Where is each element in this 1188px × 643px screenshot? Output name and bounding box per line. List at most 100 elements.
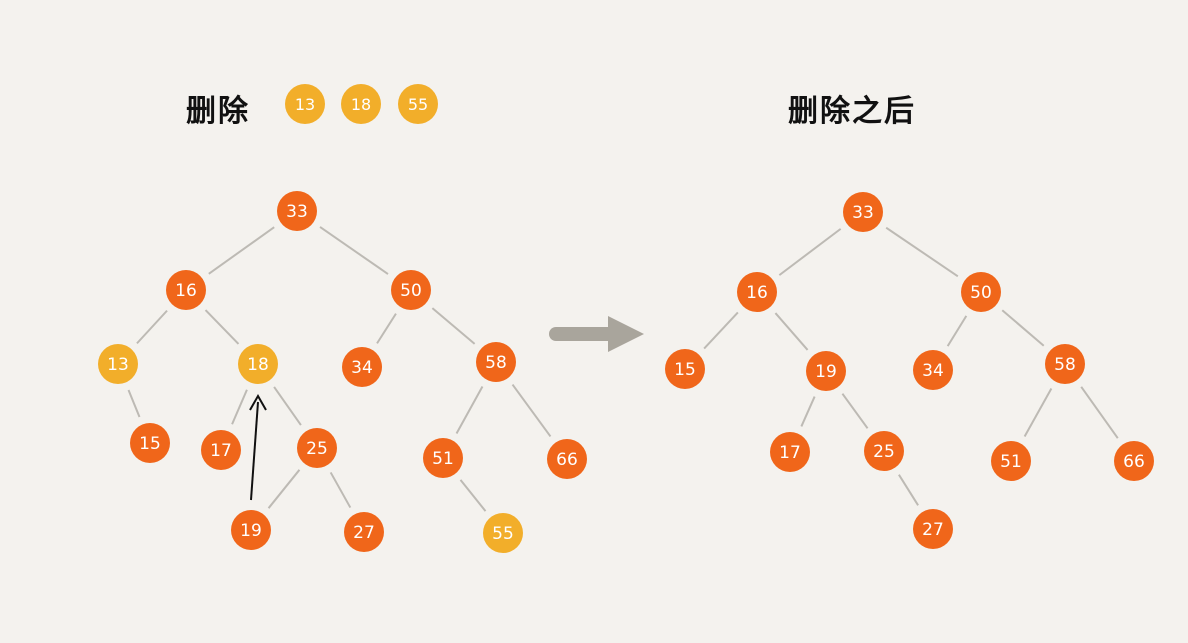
node-label: 17: [210, 441, 232, 461]
node-circle: [913, 509, 953, 549]
tree-node: 58: [1045, 344, 1085, 384]
tree-edge: [431, 307, 476, 345]
node-label: 66: [556, 450, 578, 470]
deleted-key-badge: 18: [341, 84, 381, 124]
node-circle: [483, 513, 523, 553]
transition-arrow: [549, 316, 644, 352]
pointer-arrow: [249, 393, 267, 501]
tree-node: 27: [913, 509, 953, 549]
tree-edge: [898, 474, 919, 506]
node-circle: [423, 438, 463, 478]
node-label: 16: [175, 281, 197, 301]
node-circle: [98, 344, 138, 384]
tree-node: 66: [547, 439, 587, 479]
node-label: 27: [353, 523, 375, 543]
node-label: 50: [970, 283, 992, 303]
node-label: 15: [674, 360, 696, 380]
node-circle: [806, 351, 846, 391]
tree-edge: [1023, 387, 1053, 438]
tree-edge: [319, 226, 389, 275]
node-circle: [665, 349, 705, 389]
tree-node: 51: [423, 438, 463, 478]
tree-node: 25: [864, 431, 904, 471]
tree-edge: [946, 315, 968, 347]
tree-edge: [204, 309, 240, 345]
tree-node-deleted: 13: [98, 344, 138, 384]
tree-edge: [1001, 309, 1045, 347]
tree-node: 34: [913, 350, 953, 390]
node-label: 33: [286, 202, 308, 222]
node-circle: [1114, 441, 1154, 481]
node-circle: [231, 510, 271, 550]
node-label: 15: [139, 434, 161, 454]
deleted-key-badge: 55: [398, 84, 438, 124]
tree-node: 58: [476, 342, 516, 382]
node-circle: [961, 272, 1001, 312]
node-circle: [297, 428, 337, 468]
tree-edge: [376, 313, 397, 344]
tree-edge: [329, 471, 352, 509]
tree-node-deleted: 18: [238, 344, 278, 384]
tree-edge: [208, 226, 275, 275]
tree-edge: [1080, 386, 1119, 439]
node-label: 55: [492, 524, 514, 544]
node-circle: [913, 350, 953, 390]
tree-node: 15: [130, 423, 170, 463]
tree-node: 27: [344, 512, 384, 552]
after-tree: 33 16 50 15 19 34 58 17 25 51 66 27: [665, 192, 1154, 549]
node-label: 66: [1123, 452, 1145, 472]
tree-edge: [455, 386, 484, 434]
tree-edge: [231, 389, 248, 425]
node-circle: [238, 344, 278, 384]
node-circle: [991, 441, 1031, 481]
node-label: 33: [852, 203, 874, 223]
node-circle: [130, 423, 170, 463]
tree-node: 33: [277, 191, 317, 231]
node-label: 34: [922, 361, 944, 381]
node-circle: [344, 512, 384, 552]
after-tree-edges: [703, 226, 1119, 506]
node-circle: [476, 342, 516, 382]
tree-node: 16: [166, 270, 206, 310]
node-circle: [737, 272, 777, 312]
tree-node-deleted: 55: [483, 513, 523, 553]
before-title: 删除: [186, 94, 250, 129]
node-circle: [277, 191, 317, 231]
node-circle: [547, 439, 587, 479]
node-label: 51: [1000, 452, 1022, 472]
tree-node: 50: [391, 270, 431, 310]
tree-edge: [136, 309, 168, 345]
tree-edge: [267, 469, 301, 509]
tree-node: 51: [991, 441, 1031, 481]
tree-edge: [703, 311, 739, 350]
node-label: 51: [432, 449, 454, 469]
tree-node: 17: [201, 430, 241, 470]
node-circle: [864, 431, 904, 471]
tree-edge: [800, 396, 816, 427]
tree-edge: [511, 384, 552, 437]
node-label: 58: [485, 353, 507, 373]
node-label: 25: [306, 439, 328, 459]
node-circle: [1045, 344, 1085, 384]
after-title: 删除之后: [788, 94, 916, 129]
tree-node: 66: [1114, 441, 1154, 481]
node-circle: [201, 430, 241, 470]
tree-node: 50: [961, 272, 1001, 312]
before-tree-edges: [127, 226, 552, 512]
node-label: 13: [107, 355, 129, 375]
tree-edge: [885, 226, 959, 278]
node-circle: [391, 270, 431, 310]
tree-edge: [127, 389, 141, 418]
node-circle: [770, 432, 810, 472]
node-label: 16: [746, 283, 768, 303]
node-label: 34: [351, 358, 373, 378]
node-label: 17: [779, 443, 801, 463]
node-label: 25: [873, 442, 895, 462]
node-circle: [342, 347, 382, 387]
tree-edge: [459, 479, 487, 512]
node-label: 18: [247, 355, 269, 375]
node-label: 58: [1054, 355, 1076, 375]
tree-node: 19: [806, 351, 846, 391]
